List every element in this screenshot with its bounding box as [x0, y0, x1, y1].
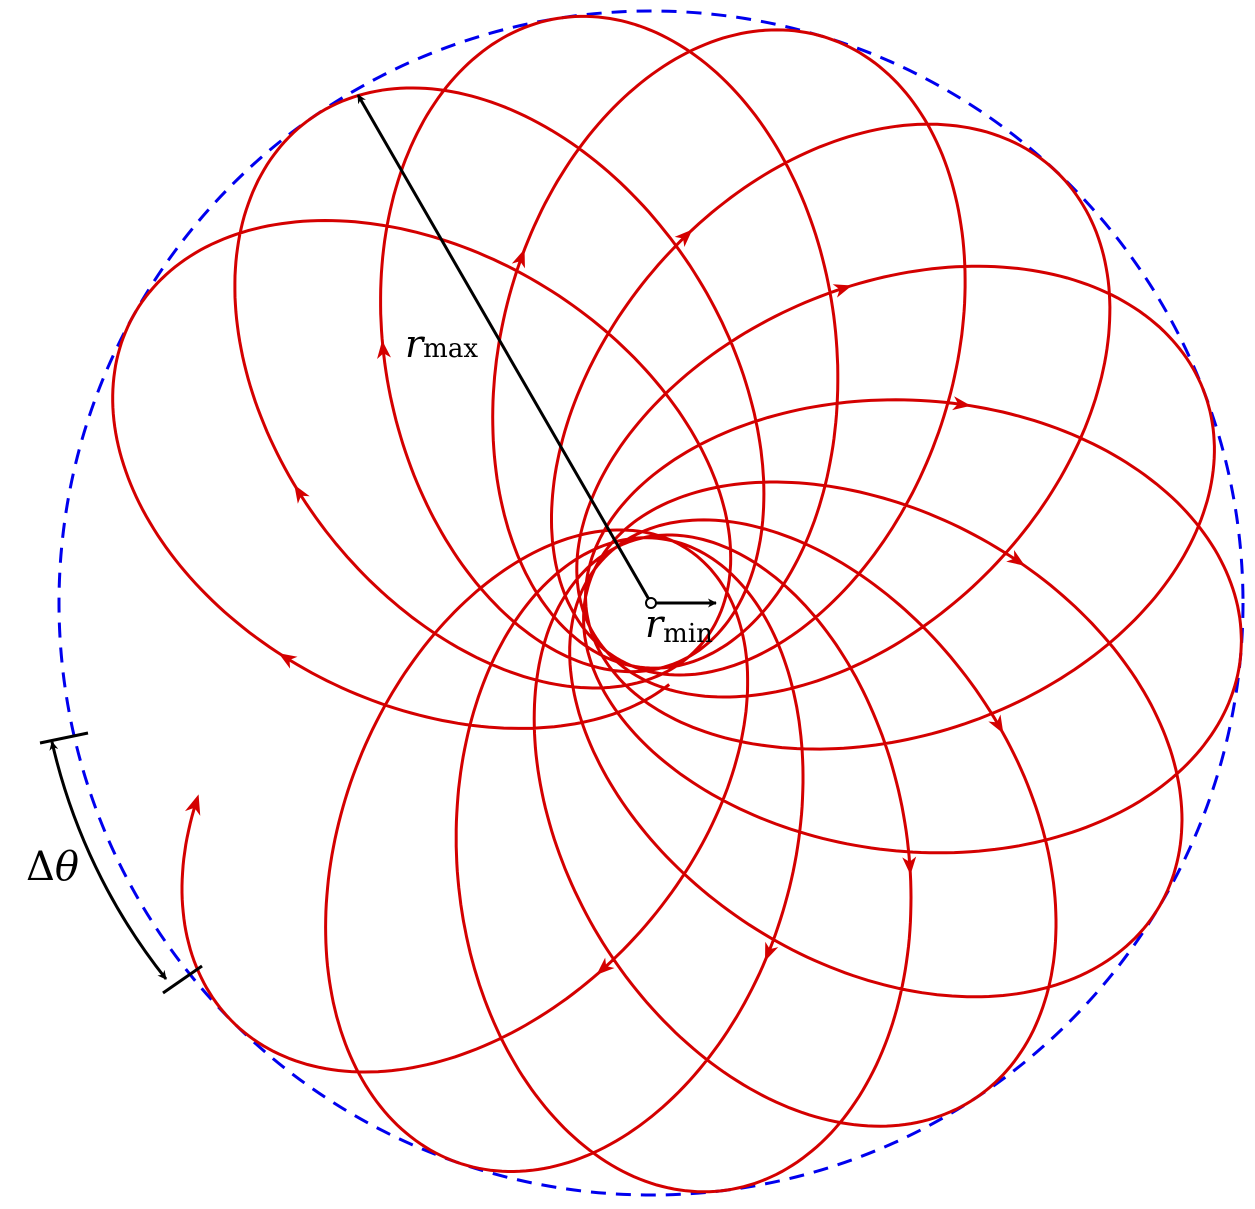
center-point [645, 597, 657, 609]
orbit-direction-arrows [184, 229, 1026, 975]
r-min-label: rmin [645, 602, 713, 649]
orbit-trajectory [111, 14, 1243, 1194]
orbit-arrow [377, 340, 391, 359]
delta-theta-tick-end [162, 964, 203, 995]
orbit-arrow [1006, 549, 1026, 566]
r-max-boundary-circle [57, 9, 1245, 1197]
orbit-arrow [988, 714, 1004, 734]
orbit-arrow [294, 484, 310, 504]
orbit-arrow [952, 396, 971, 411]
orbit-arrow [902, 856, 917, 875]
orbit-path [111, 14, 1243, 1194]
delta-theta-label: Δθ [26, 844, 79, 890]
orbit-arrow [596, 957, 615, 975]
orbit-arrow [278, 653, 298, 669]
delta-theta-arc [49, 741, 168, 980]
r-max-radius-arrow [356, 94, 653, 604]
delta-theta-tick-start [39, 731, 89, 745]
orbit-arrow [511, 249, 525, 269]
orbit-arrow [832, 284, 853, 298]
orbit-end-arrow [184, 794, 201, 816]
orbit-arrow [674, 229, 693, 247]
r-max-label: rmax [405, 322, 478, 366]
orbit-arrow [764, 941, 779, 962]
